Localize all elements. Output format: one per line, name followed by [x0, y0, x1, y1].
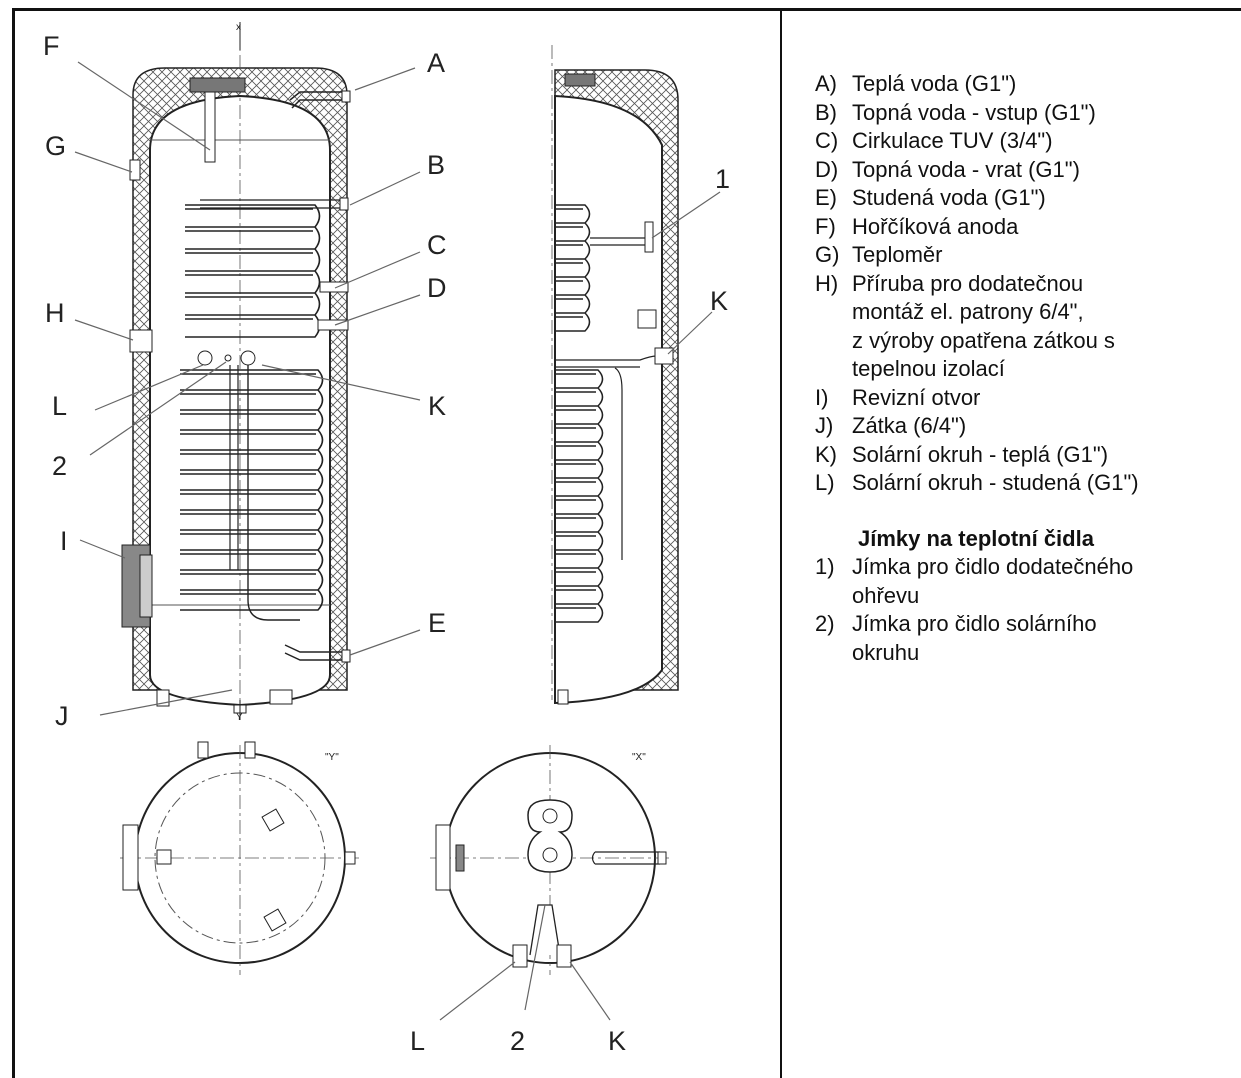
legend-item: 1) Jímka pro čidlo dodatečného [815, 553, 1235, 582]
side-leaders [651, 191, 721, 355]
legend-item: z výroby opatřena zátkou s [815, 327, 1235, 356]
legend-key: K) [815, 441, 837, 467]
legend-text: Teploměr [852, 242, 943, 267]
legend-text: Solární okruh - studená (G1") [852, 470, 1139, 495]
legend-text: Revizní otvor [852, 384, 981, 410]
legend-item: E) Studená voda (G1") [815, 184, 1235, 213]
legend-item: F) Hořčíková anoda [815, 213, 1235, 242]
callout-j: J [55, 701, 69, 731]
bottom-leaders [439, 904, 611, 1021]
front-leaders [74, 61, 421, 716]
callout-h: H [45, 298, 65, 328]
legend-item: ohřevu [815, 582, 1235, 611]
legend-text: Cirkulace TUV (3/4") [852, 128, 1053, 153]
legend-key: L) [815, 470, 835, 495]
legend-item: H) Příruba pro dodatečnou [815, 270, 1235, 299]
legend-key: 1) [815, 554, 835, 579]
legend-key: E) [815, 185, 837, 210]
legend-text: Příruba pro dodatečnou [852, 270, 1084, 296]
callout-i: I [60, 526, 68, 556]
callout-a: A [427, 48, 445, 78]
legend-text: Zátka (6/4") [852, 413, 967, 438]
legend-key: B) [815, 99, 837, 125]
legend-item: L) Solární okruh - studená (G1") [815, 469, 1235, 498]
legend-item: J) Zátka (6/4") [815, 412, 1235, 441]
legend-key: J) [815, 413, 834, 438]
legend-item: okruhu [815, 639, 1235, 668]
callout-2-bottom: 2 [510, 1026, 525, 1056]
callout-f: F [43, 31, 60, 61]
axis-x-top: x [236, 22, 241, 33]
legend-item: C) Cirkulace TUV (3/4") [815, 127, 1235, 156]
callout-g: G [45, 131, 66, 161]
legend-text: Jímka pro čidlo solárního [852, 611, 1097, 636]
bottom-view-y [120, 741, 360, 975]
legend-item: tepelnou izolací [815, 355, 1235, 384]
legend-item: I) Revizní otvor [815, 384, 1235, 413]
callout-l-bottom: L [410, 1026, 425, 1056]
legend-key: A) [815, 71, 837, 96]
callout-d: D [427, 273, 447, 303]
legend-key: F) [815, 213, 836, 239]
legend: A) Teplá voda (G1") B) Topná voda - vstup (… [815, 70, 1235, 667]
callout-k-bottom: K [608, 1026, 626, 1056]
legend-key: 2) [815, 611, 835, 636]
callout-k: K [428, 391, 446, 421]
callout-c: C [427, 230, 447, 260]
sensor-list: 1) Jímka pro čidlo dodatečného ohřevu 2) Jím… [815, 553, 1235, 667]
legend-frame-top [782, 8, 1241, 11]
legend-text: okruhu [852, 639, 920, 665]
callout-k-side: K [710, 286, 728, 316]
sensor-heading: Jímky na teplotní čidla [858, 525, 1094, 551]
legend-text: Jímka pro čidlo dodatečného [852, 554, 1134, 579]
legend-key: H) [815, 270, 839, 296]
legend-item: G) Teploměr [815, 241, 1235, 270]
callout-2: 2 [52, 451, 67, 481]
legend-key: I) [815, 384, 829, 410]
front-view [121, 22, 351, 720]
legend-item: K) Solární okruh - teplá (G1") [815, 441, 1235, 470]
callout-e: E [428, 608, 446, 638]
legend-key: G) [815, 242, 840, 267]
legend-item: A) Teplá voda (G1") [815, 70, 1235, 99]
legend-item: montáž el. patrony 6/4", [815, 298, 1235, 327]
legend-text: Hořčíková anoda [852, 213, 1019, 239]
callout-b: B [427, 150, 445, 180]
legend-text: Teplá voda (G1") [852, 71, 1017, 96]
legend-text: ohřevu [852, 582, 920, 608]
legend-text: Studená voda (G1") [852, 185, 1046, 210]
legend-text: montáž el. patrony 6/4", [852, 299, 1084, 324]
legend-text: Solární okruh - teplá (G1") [852, 441, 1109, 467]
legend-item: D) Topná voda - vrat (G1") [815, 156, 1235, 185]
legend-text: Topná voda - vstup (G1") [852, 99, 1096, 125]
legend-text: tepelnou izolací [852, 356, 1005, 381]
view-label-x: "X" [632, 752, 646, 763]
legend-text: Topná voda - vrat (G1") [852, 156, 1080, 182]
callout-1: 1 [715, 164, 730, 194]
legend-list: A) Teplá voda (G1") B) Topná voda - vstup (… [815, 70, 1235, 498]
legend-key: D) [815, 156, 839, 182]
bottom-view-x [430, 745, 670, 975]
drawing-frame [12, 8, 782, 1078]
callout-l: L [52, 391, 67, 421]
side-view [551, 45, 679, 705]
axis-y-bottom: Y [236, 712, 243, 723]
legend-text: z výroby opatřena zátkou s [852, 327, 1115, 353]
legend-item: B) Topná voda - vstup (G1") [815, 99, 1235, 128]
legend-item: 2) Jímka pro čidlo solárního [815, 610, 1235, 639]
legend-key: C) [815, 128, 839, 153]
view-label-y: "Y" [325, 752, 339, 763]
